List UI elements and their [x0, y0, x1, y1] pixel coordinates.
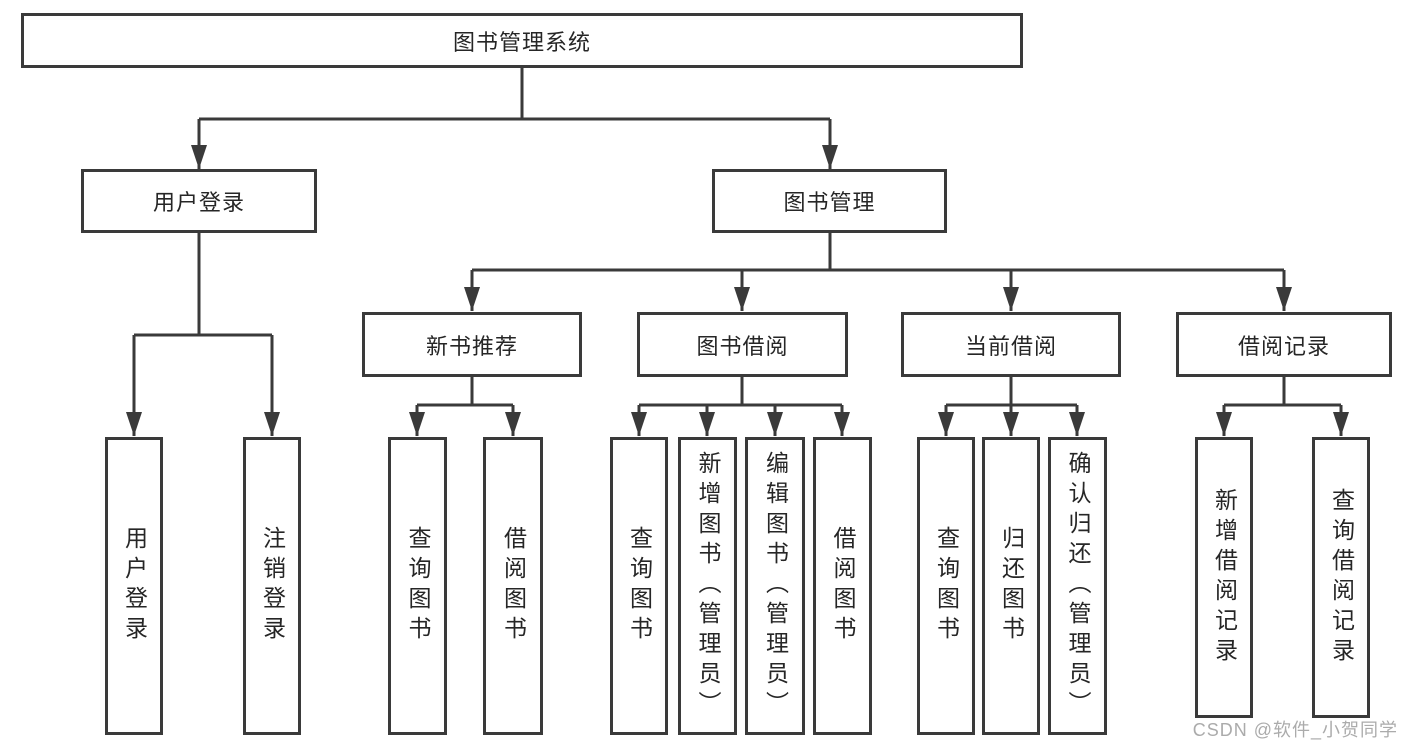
node-label: 查询图书	[405, 526, 431, 646]
node-label: 图书借阅	[696, 333, 789, 359]
node-label: 查询借阅记录	[1328, 487, 1355, 668]
leaf-edit-books-admin: 编辑图书（管理员）	[745, 437, 805, 735]
leaf-confirm-return-admin: 确认归还（管理员）	[1048, 437, 1107, 735]
node-label: 用户登录	[121, 526, 148, 646]
node-label: 归还图书	[998, 526, 1025, 646]
node-label: 新增图书（管理员）	[695, 451, 721, 721]
node-label: 当前借阅	[964, 333, 1057, 359]
leaf-recommend-borrow-books: 借阅图书	[483, 437, 543, 735]
node-book-borrow: 图书借阅	[637, 312, 848, 377]
node-label: 图书管理系统	[452, 29, 591, 55]
leaf-add-borrow-record: 新增借阅记录	[1195, 437, 1253, 718]
node-label: 图书管理	[783, 190, 876, 215]
node-label: 确认归还（管理员）	[1065, 451, 1091, 721]
node-label: 注销登录	[259, 526, 286, 646]
leaf-add-books-admin: 新增图书（管理员）	[678, 437, 737, 735]
node-label: 借阅图书	[500, 526, 527, 646]
node-label: 借阅记录	[1237, 333, 1330, 359]
leaf-borrow-books: 借阅图书	[813, 437, 872, 735]
leaf-logout: 注销登录	[243, 437, 301, 735]
node-user-login: 用户登录	[81, 169, 317, 233]
leaf-recommend-query-books: 查询图书	[388, 437, 447, 735]
node-label: 新增借阅记录	[1211, 487, 1238, 668]
csdn-watermark: CSDN @软件_小贺同学	[1192, 720, 1398, 740]
node-book-management: 图书管理	[712, 169, 947, 233]
node-label: 编辑图书（管理员）	[762, 451, 789, 721]
node-label: 查询图书	[626, 526, 653, 646]
node-new-book-recommend: 新书推荐	[362, 312, 582, 377]
node-label: 新书推荐	[425, 333, 518, 359]
node-label: 查询图书	[933, 526, 960, 646]
node-label: 借阅图书	[830, 526, 856, 646]
node-current-borrow: 当前借阅	[901, 312, 1121, 377]
leaf-current-query-books: 查询图书	[917, 437, 975, 735]
node-borrow-records: 借阅记录	[1176, 312, 1392, 377]
node-library-management-system: 图书管理系统	[21, 13, 1023, 68]
leaf-borrow-query-books: 查询图书	[610, 437, 668, 735]
leaf-query-borrow-record: 查询借阅记录	[1312, 437, 1370, 718]
leaf-return-books: 归还图书	[982, 437, 1040, 735]
leaf-user-login: 用户登录	[105, 437, 163, 735]
node-label: 用户登录	[152, 190, 245, 215]
